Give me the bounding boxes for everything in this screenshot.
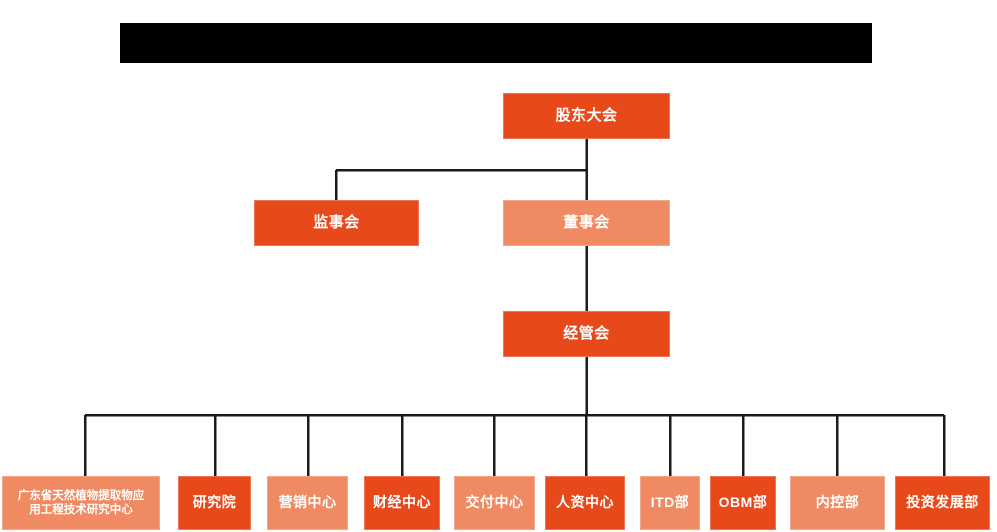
org-node-finance-center[interactable]: 财经中心 <box>364 476 440 530</box>
org-node-management-committee[interactable]: 经管会 <box>503 311 670 357</box>
org-node-label: 经管会 <box>563 324 610 342</box>
org-node-label: 投资发展部 <box>906 494 979 511</box>
org-node-label: 交付中心 <box>465 494 524 511</box>
redacted-title-banner <box>120 23 872 63</box>
org-node-label: 广东省天然植物提取物应 用工程技术研究中心 <box>17 489 145 516</box>
org-node-supervisory-board[interactable]: 监事会 <box>254 200 419 246</box>
org-node-hr-center[interactable]: 人资中心 <box>545 476 625 530</box>
org-node-shareholders-meeting[interactable]: 股东大会 <box>503 93 670 139</box>
org-node-label: 董事会 <box>563 213 610 231</box>
org-node-obm-department[interactable]: OBM部 <box>710 476 776 530</box>
org-node-label: 营销中心 <box>278 494 337 511</box>
org-node-label: 人资中心 <box>556 494 614 511</box>
org-node-research-institute[interactable]: 研究院 <box>178 476 251 530</box>
org-node-investment-development-department[interactable]: 投资发展部 <box>895 476 990 530</box>
org-node-label: 股东大会 <box>555 106 618 124</box>
org-node-marketing-center[interactable]: 营销中心 <box>267 476 348 530</box>
org-node-label: 内控部 <box>815 494 860 511</box>
org-node-board-of-directors[interactable]: 董事会 <box>503 200 670 246</box>
org-node-label: 财经中心 <box>373 494 431 511</box>
org-node-internal-control-department[interactable]: 内控部 <box>790 476 885 530</box>
org-node-label: OBM部 <box>718 494 768 511</box>
org-node-label: 监事会 <box>313 213 360 231</box>
org-node-label: 研究院 <box>192 494 237 511</box>
org-node-label: ITD部 <box>650 494 690 511</box>
org-node-guangdong-research-center[interactable]: 广东省天然植物提取物应 用工程技术研究中心 <box>2 476 160 530</box>
org-node-delivery-center[interactable]: 交付中心 <box>454 476 535 530</box>
org-node-itd-department[interactable]: ITD部 <box>640 476 700 530</box>
